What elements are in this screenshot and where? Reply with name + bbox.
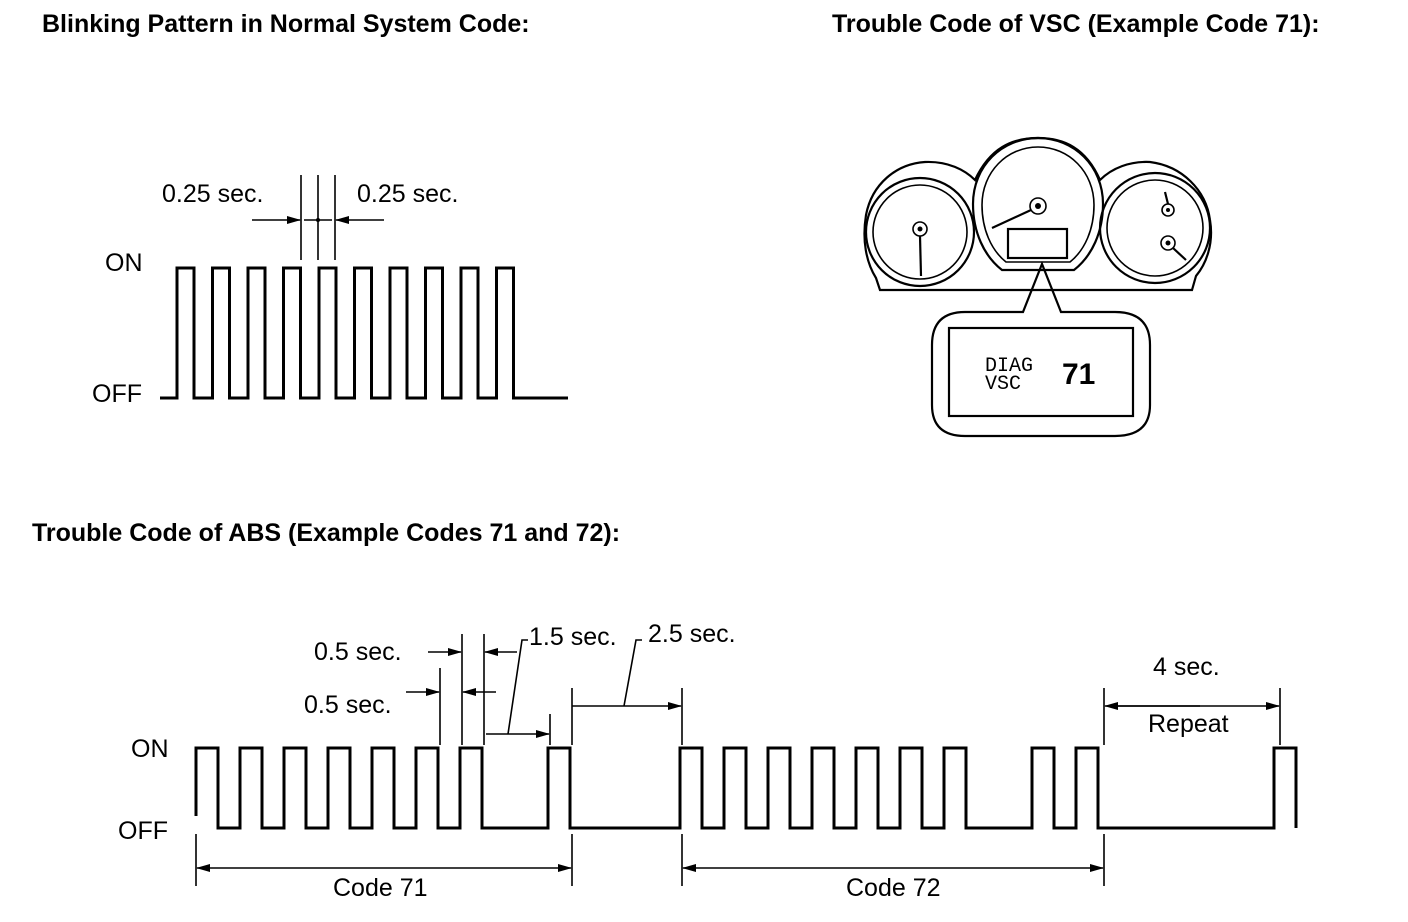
normal-interval-left: 0.25 sec. xyxy=(162,180,263,208)
display-line-vsc: VSC xyxy=(985,373,1021,396)
instrument-cluster: DIAG VSC 71 xyxy=(863,136,1213,438)
right-gauge-needle-2 xyxy=(1172,247,1187,261)
normal-waveform xyxy=(160,266,568,400)
abs-leader-digit-gap xyxy=(507,639,528,735)
left-gauge-inner xyxy=(872,184,968,280)
normal-on-label: ON xyxy=(105,249,143,277)
normal-off-label: OFF xyxy=(92,380,142,408)
left-gauge-needle xyxy=(918,235,923,277)
abs-repeat-label: Repeat xyxy=(1148,710,1229,738)
callout-screen xyxy=(947,326,1135,418)
abs-pattern: ON OFF 0.5 sec. 0.5 sec. 1.5 sec. 2.5 se… xyxy=(118,620,1298,902)
heading-vsc: Trouble Code of VSC (Example Code 71): xyxy=(832,10,1320,38)
center-gauge-hub xyxy=(1029,197,1047,215)
right-gauge-hub-1-center xyxy=(1166,208,1170,212)
right-gauge-outer xyxy=(1098,171,1212,285)
right-gauge-needle-1 xyxy=(1163,191,1170,205)
center-gauge-needle xyxy=(991,209,1032,229)
cluster-display-window xyxy=(1006,227,1069,260)
abs-waveform xyxy=(194,746,1298,830)
left-gauge-hub-center xyxy=(917,226,923,232)
center-gauge-outer xyxy=(971,136,1105,272)
abs-digit-gap-label: 1.5 sec. xyxy=(529,623,617,651)
right-gauge-hub-2-center xyxy=(1165,240,1171,246)
abs-on-label: ON xyxy=(131,735,169,763)
heading-abs: Trouble Code of ABS (Example Codes 71 an… xyxy=(32,519,620,547)
abs-off-label: OFF xyxy=(118,817,168,845)
display-callout xyxy=(930,261,1152,438)
abs-code2-label: Code 72 xyxy=(846,874,941,902)
abs-pulse-on-label: 0.5 sec. xyxy=(314,638,402,666)
abs-repeat-gap-label: 4 sec. xyxy=(1153,653,1220,681)
normal-center-dot xyxy=(316,218,320,222)
normal-interval-right: 0.25 sec. xyxy=(357,180,458,208)
center-gauge-hub-center xyxy=(1035,203,1041,209)
heading-normal: Blinking Pattern in Normal System Code: xyxy=(42,10,530,38)
center-gauge-inner xyxy=(981,146,1095,263)
abs-code1-label: Code 71 xyxy=(333,874,428,902)
right-gauge-inner xyxy=(1106,179,1204,277)
display-line-diag: DIAG xyxy=(985,355,1033,378)
abs-pulse-off-label: 0.5 sec. xyxy=(304,691,392,719)
display-code: 71 xyxy=(1062,358,1095,391)
left-gauge-outer xyxy=(864,176,976,288)
abs-leader-code-gap xyxy=(623,639,642,707)
right-gauge-hub-2 xyxy=(1160,235,1176,251)
normal-pattern: ON OFF 0.25 sec. 0.25 sec. xyxy=(92,175,568,408)
abs-code-gap-label: 2.5 sec. xyxy=(648,620,736,648)
